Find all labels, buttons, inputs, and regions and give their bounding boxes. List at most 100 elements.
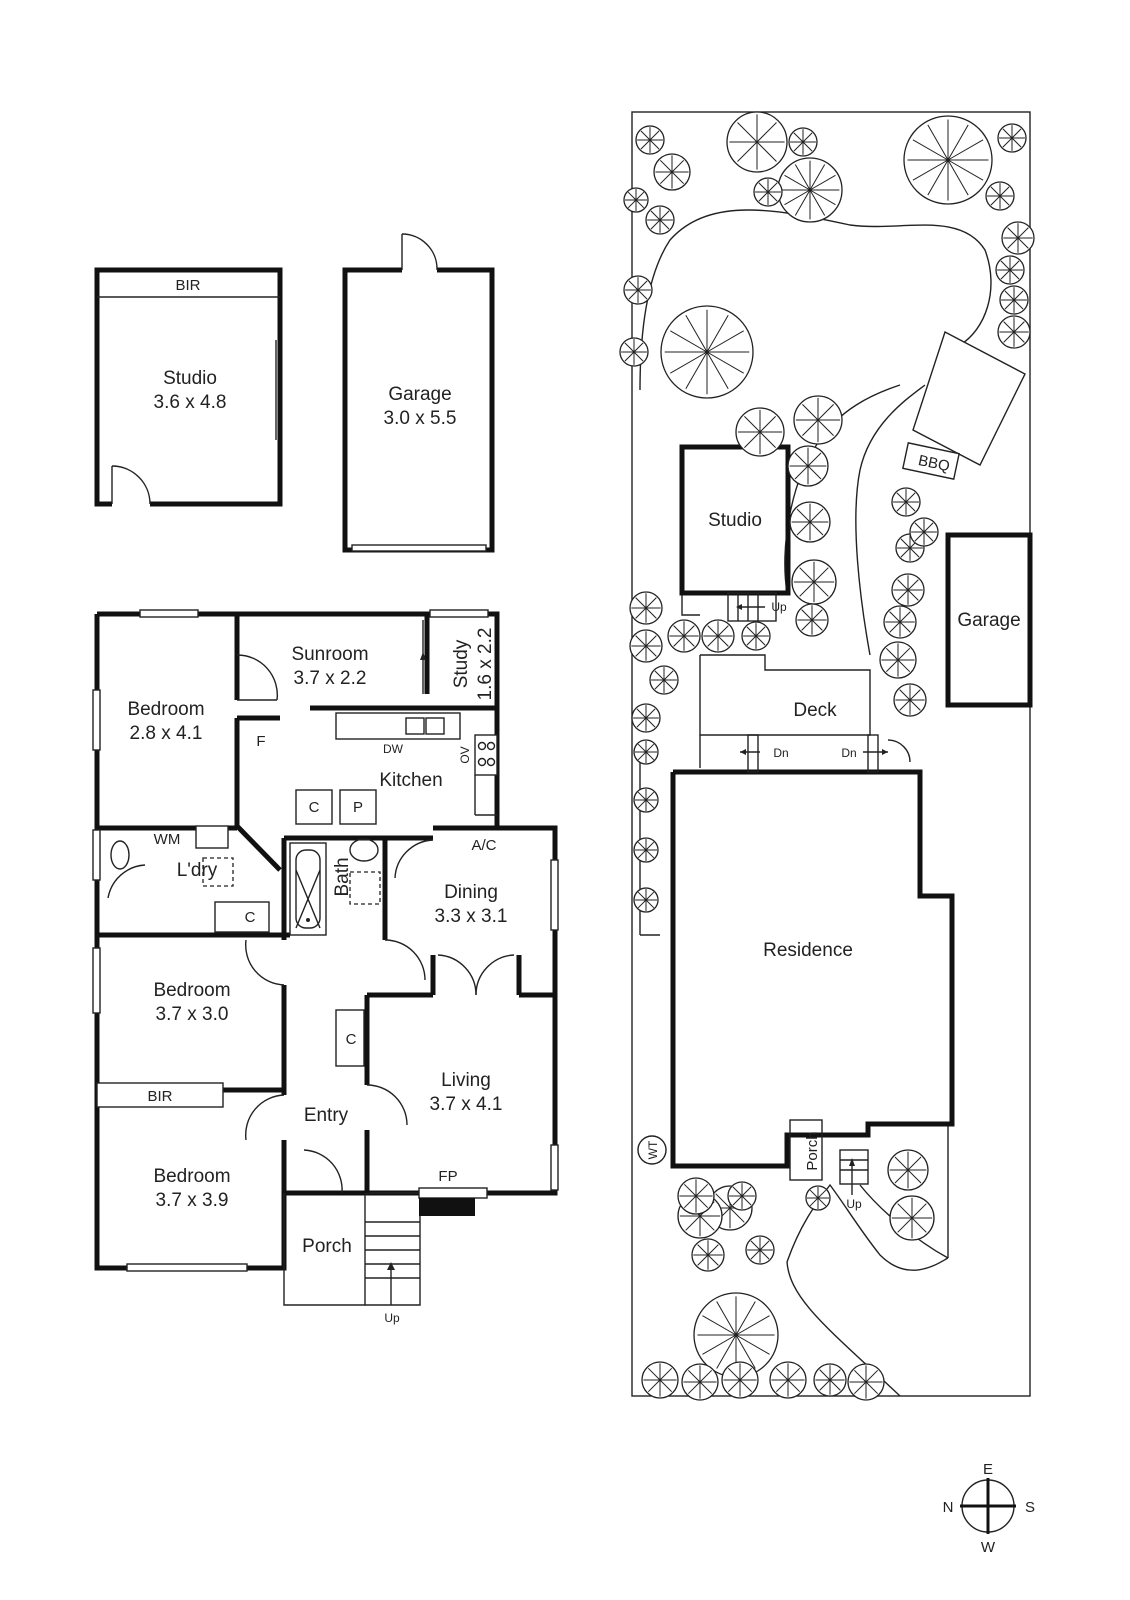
- site-porch-label: Porch: [804, 1131, 821, 1170]
- studio-plan: BIR Studio 3.6 x 4.8: [94, 267, 283, 507]
- studio-room-dims: 3.6 x 4.8: [154, 392, 227, 413]
- tree-symbol: [791, 559, 837, 605]
- tree-symbol: [633, 887, 659, 913]
- compass-east-label: E: [983, 1461, 993, 1478]
- study-title: Study: [451, 639, 472, 688]
- tree-symbol: [693, 1292, 779, 1378]
- tree-symbol: [891, 573, 925, 607]
- tree-symbol: [629, 629, 663, 663]
- garden-trees: [619, 111, 1035, 1401]
- tree-symbol: [649, 665, 679, 695]
- tree-symbol: [631, 703, 661, 733]
- tree-symbol: [691, 1238, 725, 1272]
- entry-cupboard-label: C: [346, 1031, 357, 1048]
- laundry-cupboard-label: C: [245, 909, 256, 926]
- compass-south-label: S: [1025, 1499, 1035, 1516]
- cupboard-c-label: C: [309, 799, 320, 816]
- living-title: Living: [441, 1070, 491, 1091]
- tree-symbol: [623, 187, 649, 213]
- tree-symbol: [847, 1363, 885, 1401]
- tree-symbol: [999, 285, 1029, 315]
- dining-title: Dining: [444, 882, 498, 903]
- tree-symbol: [721, 1361, 759, 1399]
- tree-symbol: [997, 123, 1027, 153]
- tree-symbol: [681, 1363, 719, 1401]
- ac-label: A/C: [471, 837, 496, 854]
- bedroom-2-title: Bedroom: [153, 980, 230, 1001]
- tree-symbol: [793, 395, 843, 445]
- tree-symbol: [883, 605, 917, 639]
- garage-plan: Garage 3.0 x 5.5: [342, 233, 495, 553]
- bedroom-1-dims: 2.8 x 4.1: [130, 723, 203, 744]
- tree-symbol: [997, 315, 1031, 349]
- house-plan: Bedroom 2.8 x 4.1 Sunroom 3.7 x 2.2 Stud…: [92, 609, 559, 1325]
- bedroom-3-title: Bedroom: [153, 1166, 230, 1187]
- tree-symbol: [879, 641, 917, 679]
- sunroom-title: Sunroom: [291, 644, 368, 665]
- tree-symbol: [645, 205, 675, 235]
- compass-rose: N E S W: [943, 1461, 1035, 1556]
- fridge-label: F: [256, 733, 265, 750]
- dishwasher-label: DW: [383, 742, 404, 756]
- tree-symbol: [909, 517, 939, 547]
- site-dn-left-label: Dn: [773, 746, 788, 760]
- tree-symbol: [741, 621, 771, 651]
- entry-label: Entry: [304, 1105, 349, 1126]
- site-dn-right-label: Dn: [841, 746, 856, 760]
- tree-symbol: [635, 125, 665, 155]
- compass-west-label: W: [981, 1539, 996, 1556]
- tree-symbol: [889, 1195, 935, 1241]
- compass-north-label: N: [943, 1499, 954, 1516]
- tree-symbol: [795, 603, 829, 637]
- tree-symbol: [903, 115, 993, 205]
- tree-symbol: [667, 619, 701, 653]
- site-studio-label: Studio: [708, 510, 762, 531]
- tree-symbol: [727, 1181, 757, 1211]
- garage-room-dims: 3.0 x 5.5: [384, 408, 457, 429]
- pantry-label: P: [353, 799, 363, 816]
- tree-symbol: [633, 739, 659, 765]
- sunroom-dims: 3.7 x 2.2: [294, 668, 367, 689]
- tree-symbol: [813, 1363, 847, 1397]
- tree-symbol: [789, 501, 831, 543]
- water-tank-label: WT: [646, 1140, 660, 1159]
- tree-symbol: [735, 407, 785, 457]
- laundry-label: L'dry: [177, 860, 218, 881]
- tree-symbol: [787, 445, 829, 487]
- studio-bir-label: BIR: [175, 277, 200, 294]
- tree-symbol: [805, 1185, 831, 1211]
- oven-label: OV: [458, 746, 472, 763]
- tree-symbol: [893, 683, 927, 717]
- tree-symbol: [745, 1235, 775, 1265]
- porch-label: Porch: [302, 1236, 352, 1257]
- tree-symbol: [629, 591, 663, 625]
- living-dims: 3.7 x 4.1: [430, 1094, 503, 1115]
- site-porch-up-label: Up: [846, 1197, 862, 1211]
- bedroom-1-title: Bedroom: [127, 699, 204, 720]
- steps-up-label: Up: [384, 1311, 400, 1325]
- tree-symbol: [887, 1149, 929, 1191]
- tree-symbol: [701, 619, 735, 653]
- garage-room-title: Garage: [388, 384, 451, 405]
- site-studio-up-label: Up: [771, 600, 787, 614]
- tree-symbol: [653, 153, 691, 191]
- tree-symbol: [726, 111, 788, 173]
- tree-symbol: [1001, 221, 1035, 255]
- tree-symbol: [623, 275, 653, 305]
- tree-symbol: [633, 837, 659, 863]
- tree-symbol: [633, 787, 659, 813]
- site-deck-label: Deck: [793, 700, 837, 721]
- tree-symbol: [753, 177, 783, 207]
- study-dims: 1.6 x 2.2: [475, 628, 496, 701]
- tree-symbol: [788, 127, 818, 157]
- site-garage-label: Garage: [957, 610, 1020, 631]
- tree-symbol: [619, 337, 649, 367]
- tree-symbol: [660, 305, 754, 399]
- tree-symbol: [641, 1361, 679, 1399]
- site-bbq-label: BBQ: [917, 452, 952, 475]
- washing-machine-label: WM: [154, 831, 181, 848]
- tree-symbol: [769, 1361, 807, 1399]
- tree-symbol: [995, 255, 1025, 285]
- tree-symbol: [891, 487, 921, 517]
- bedroom-bir-label: BIR: [147, 1088, 172, 1105]
